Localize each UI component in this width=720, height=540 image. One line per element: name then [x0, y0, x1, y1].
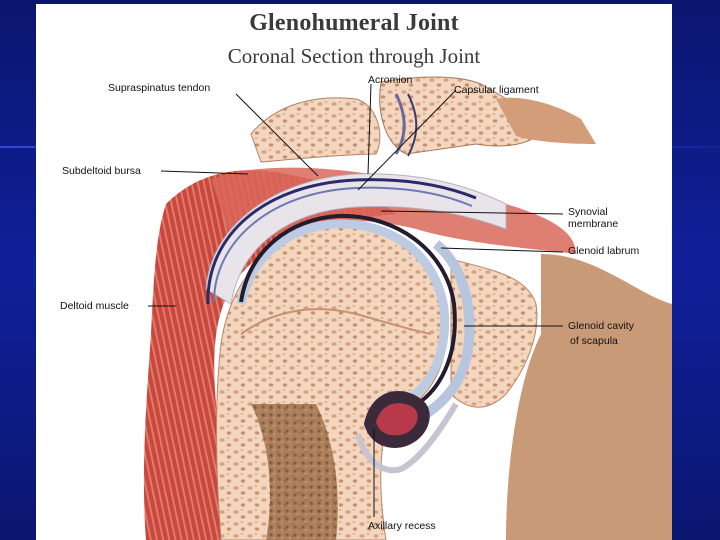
diagram-panel: Glenohumeral Joint Coronal Section throu… — [36, 4, 672, 540]
label-capsular-ligament: Capsular ligament — [454, 84, 539, 96]
clavicle-bone — [251, 98, 380, 162]
label-supraspinatus-tendon: Supraspinatus tendon — [108, 82, 210, 94]
label-axillary-recess: Axillary recess — [368, 520, 436, 532]
label-membrane: membrane — [568, 218, 618, 230]
label-subdeltoid-bursa: Subdeltoid bursa — [62, 165, 141, 177]
label-of-scapula: of scapula — [570, 335, 618, 347]
label-synovial: Synovial — [568, 206, 608, 218]
label-glenoid-labrum: Glenoid labrum — [568, 245, 639, 257]
label-deltoid-muscle: Deltoid muscle — [60, 300, 129, 312]
label-acromion: Acromion — [368, 74, 412, 86]
label-glenoid-cavity: Glenoid cavity — [568, 320, 634, 332]
